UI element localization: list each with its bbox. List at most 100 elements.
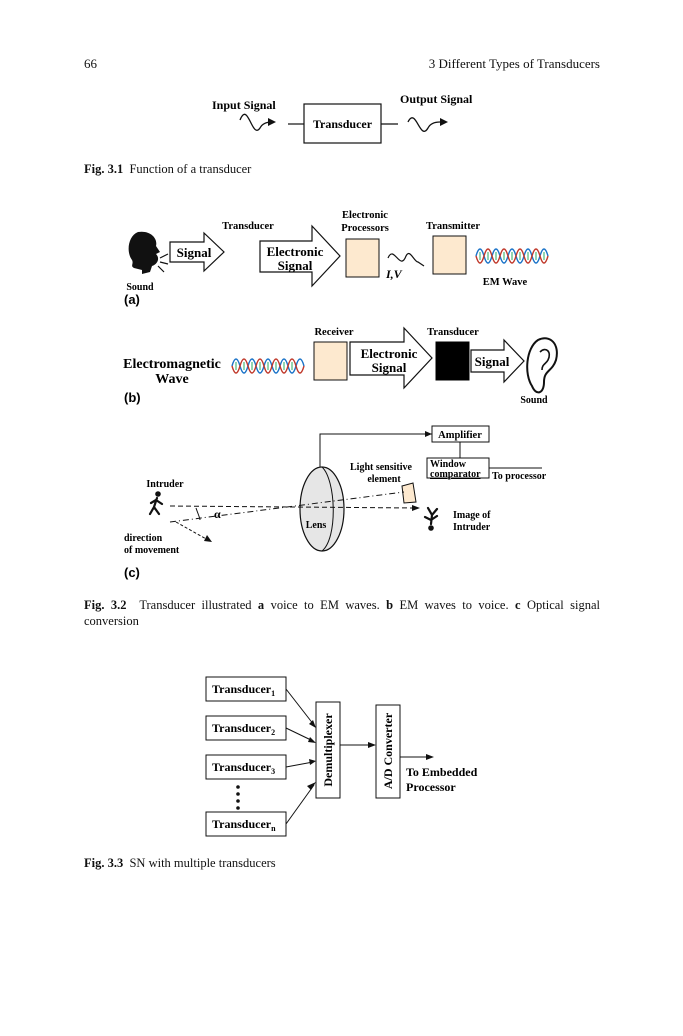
panel-label-a: (a) [124, 292, 140, 307]
panel-label-c: (c) [124, 565, 140, 580]
to-processor-label: To processor [492, 471, 547, 482]
output-arrowhead [440, 118, 448, 126]
em-label-line1: Electromagnetic [123, 357, 221, 372]
fig-3-1-caption-label: Fig. 3.1 [84, 162, 124, 176]
ray-horizontal [169, 505, 416, 509]
transducer-box-label: Transducer [313, 117, 373, 131]
electronic-signal-arrow-b [349, 326, 433, 390]
fig-3-2-caption-part4: Optical signal conversion [84, 598, 601, 628]
lens-label: Lens [306, 520, 327, 531]
figure-3-2c: Amplifier Window comparator To processor… [124, 425, 547, 580]
lens-to-amplifier-line [319, 433, 432, 470]
to-embedded-line2: Processor [406, 780, 456, 794]
em-label-line2: Wave [155, 372, 188, 387]
walking-person-icon [148, 491, 164, 516]
transducer-label-a: Transducer [222, 221, 274, 232]
em-wave-label: EM Wave [483, 277, 528, 288]
speaking-head-icon [128, 231, 169, 274]
receiver-label: Receiver [314, 327, 353, 338]
transducer-2-label: Transducer2 [212, 721, 275, 737]
fig-3-2-caption: Fig. 3.2 Transducer illustrated a voice … [84, 597, 600, 629]
output-signal-label: Output Signal [400, 92, 473, 106]
adc-label: A/D Converter [381, 712, 395, 789]
fig-3-2-caption-label: Fig. 3.2 [84, 598, 127, 612]
direction-line1: direction [124, 533, 163, 544]
image-of-intruder-line2: Intruder [453, 522, 491, 533]
adc-to-processor-arrowhead [426, 754, 434, 760]
demultiplexer-label: Demultiplexer [321, 713, 335, 787]
ear-icon [526, 337, 558, 394]
demux-to-adc-arrowhead [368, 742, 376, 748]
em-wave-icon-b [231, 358, 305, 374]
lens-edge [321, 466, 334, 552]
input-signal-label: Input Signal [212, 98, 276, 112]
light-sensitive-line1: Light sensitive [350, 462, 413, 473]
em-wave-icon-a [475, 248, 549, 264]
signal-label-a: Signal [177, 245, 212, 260]
electronic-signal-a-line2: Signal [278, 258, 313, 273]
demultiplexer-box [315, 701, 341, 799]
electronic-processors-line2: Processors [341, 223, 389, 234]
signal-label-b: Signal [475, 354, 510, 369]
transducer-label-b: Transducer [427, 327, 479, 338]
electronic-processors-box [345, 238, 380, 278]
fig-3-2-caption-part3: EM waves to voice. [399, 598, 509, 612]
output-wave [407, 117, 441, 132]
sound-label-b: Sound [520, 395, 548, 406]
fig-3-2-caption-c: c [515, 598, 521, 612]
image-of-intruder-line1: Image of [453, 510, 491, 521]
sound-label-a: Sound [126, 282, 154, 293]
adc-box [375, 704, 401, 799]
direction-line2: of movement [124, 545, 180, 556]
electronic-signal-arrow-a [259, 224, 341, 288]
light-sensitive-line2: element [367, 474, 401, 485]
ellipsis-dots [236, 785, 240, 810]
fig-3-2-caption-b: b [386, 598, 394, 612]
transmitter-label: Transmitter [426, 221, 480, 232]
ray-to-element [169, 491, 405, 523]
transducer-n-label: Transducern [212, 817, 276, 833]
panel-label-b: (b) [124, 390, 141, 405]
alpha-label: α [214, 507, 221, 521]
figure-3-3: Transducer1 Transducer2 Transducer3 Tran… [205, 676, 478, 837]
electronic-signal-b-line1: Electronic [361, 346, 418, 361]
inverted-person-icon [423, 506, 439, 531]
fig-3-1-caption-text: Function of a transducer [129, 162, 252, 176]
fig-3-2-caption-part1: Transducer illustrated [139, 598, 252, 612]
electronic-signal-a-line1: Electronic [267, 244, 324, 259]
fig-3-1-caption: Fig. 3.1 Function of a transducer [84, 161, 600, 177]
running-head: 3 Different Types of Transducers [428, 56, 600, 71]
window-comparator-line2: comparator [430, 469, 481, 480]
intruder-label: Intruder [146, 479, 184, 490]
transducer-to-demux-arrows [285, 688, 316, 825]
fig-3-3-caption-label: Fig. 3.3 [84, 856, 124, 870]
transducer-3-label: Transducer3 [212, 760, 275, 776]
electronic-processors-line1: Electronic [342, 210, 388, 221]
fig-3-3-caption: Fig. 3.3 SN with multiple transducers [84, 855, 600, 871]
signal-arrow [169, 231, 225, 273]
transducer-box [303, 103, 382, 144]
iv-label: I,V [385, 267, 403, 281]
input-wave [239, 113, 273, 131]
angle-arc [195, 507, 201, 521]
figure-3-2b: Receiver Transducer Electromagnetic Wave… [123, 326, 558, 406]
amplifier-label: Amplifier [438, 430, 482, 441]
transducer-box-b [435, 341, 470, 381]
figure-3-1: Input Signal Output Signal Transducer [212, 92, 473, 144]
processed-wave [387, 252, 425, 267]
amplifier-input-arrowhead [425, 431, 432, 437]
transducer-1-label: Transducer1 [212, 682, 275, 698]
figure-3-2a: Signal Transducer Electronic Signal Elec… [124, 210, 549, 307]
direction-of-movement-arrow [175, 521, 209, 541]
input-arrowhead [268, 118, 276, 126]
fig-3-3-caption-text: SN with multiple transducers [129, 856, 276, 870]
light-sensitive-element [401, 482, 417, 504]
electronic-signal-b-line2: Signal [372, 360, 407, 375]
signal-arrow-b [470, 338, 525, 384]
fig-3-2-caption-part2: voice to EM waves. [270, 598, 380, 612]
transmitter-box [432, 235, 467, 275]
fig-3-2-caption-a: a [257, 598, 265, 612]
ray-horizontal-arrowhead [412, 505, 420, 511]
window-comparator-line1: Window [430, 459, 467, 470]
receiver-box [313, 341, 348, 381]
